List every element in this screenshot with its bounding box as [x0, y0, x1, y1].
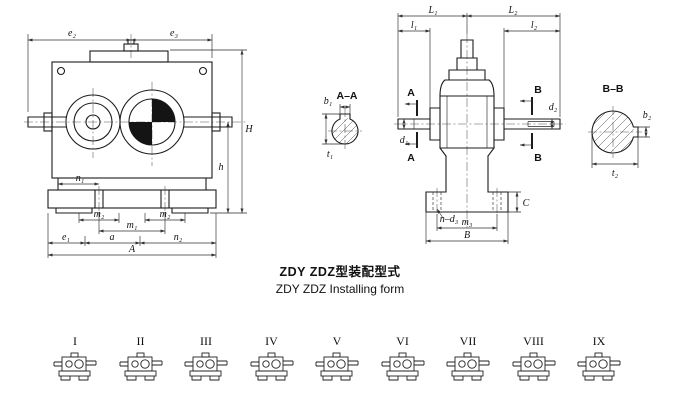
- dim-label-b2: b₂: [643, 110, 652, 121]
- form-numeral: IV: [265, 334, 278, 348]
- form-item-7: VII: [443, 334, 493, 386]
- form-numeral: V: [332, 334, 342, 348]
- side-details: [413, 96, 555, 212]
- dim-label-C: C: [523, 198, 530, 209]
- dim-label-d1: d₁: [400, 135, 408, 146]
- dim-label-m2-left: m₂: [94, 209, 105, 220]
- front-dimensions: e₂ e₃ H h n₁ m₂ m₂ m₁ e₁ a n₂ A: [27, 28, 253, 258]
- dim-label-L1: L₁: [427, 5, 437, 16]
- section-bb: B–B b₂ t₂: [588, 83, 652, 179]
- front-centerlines: [24, 34, 246, 216]
- dim-label-m3: m₃: [462, 217, 473, 228]
- front-view: e₂ e₃ H h n₁ m₂ m₂ m₁ e₁ a n₂ A: [24, 28, 253, 258]
- section-aa-title: A–A: [336, 90, 357, 102]
- form-item-5: V: [312, 334, 362, 386]
- section-aa-dimensions: b₁ t₁: [322, 96, 351, 160]
- dim-label-e2: e₂: [68, 28, 76, 39]
- section-mark-B-bottom: B: [534, 152, 542, 164]
- dim-label-e1: e₁: [62, 232, 70, 243]
- shaft-section-bb: [591, 110, 639, 154]
- form-item-9: IX: [574, 334, 624, 386]
- form-item-6: VI: [378, 334, 428, 386]
- installing-forms-row: I II III IV V VI VII VIII: [50, 334, 624, 386]
- section-mark-B-top: B: [534, 84, 542, 96]
- gearbox-icon: [315, 352, 359, 381]
- form-item-8: VIII: [509, 334, 559, 386]
- dim-label-n-d3: n–d₃: [440, 214, 459, 225]
- section-mark-A-bottom: A: [407, 152, 415, 164]
- side-housing: [397, 39, 561, 213]
- section-aa: A–A b₁ t₁: [322, 90, 362, 160]
- shaft-section-aa: [331, 113, 359, 145]
- gear-quadrant-mark: [129, 99, 175, 145]
- form-item-3: III: [181, 334, 231, 386]
- dim-label-a: a: [110, 232, 115, 243]
- dim-label-d2: d₂: [549, 102, 558, 113]
- dim-label-H: H: [244, 124, 253, 135]
- gearbox-icon: [53, 352, 97, 381]
- form-item-1: I: [50, 334, 100, 386]
- side-view: L₁ L₂ l₁ l₂ A A B B d₁ d₂ C n–d₃ m₃ B: [394, 5, 566, 244]
- gearbox-icon: [577, 352, 621, 381]
- dim-label-e3: e₃: [170, 28, 178, 39]
- form-numeral: I: [73, 334, 77, 348]
- gearbox-icon: [250, 352, 293, 381]
- gearbox-icon: [184, 352, 228, 381]
- assembly-drawing: e₂ e₃ H h n₁ m₂ m₂ m₁ e₁ a n₂ A A–A: [24, 5, 652, 258]
- caption-english: ZDY ZDZ Installing form: [275, 282, 405, 296]
- form-numeral: VIII: [523, 334, 544, 348]
- gearbox-icon: [512, 352, 555, 381]
- dim-label-t2: t₂: [612, 168, 619, 179]
- dim-label-m1: m₁: [127, 220, 138, 231]
- dim-label-A: A: [128, 244, 136, 255]
- section-bb-centerlines: [588, 106, 642, 158]
- dim-label-l1: l₁: [411, 20, 417, 31]
- caption-chinese: ZDY ZDZ型装配型式: [279, 265, 401, 279]
- gearbox-icon: [381, 352, 424, 381]
- dim-label-m2-right: m₂: [160, 209, 171, 220]
- section-aa-hatch: [332, 118, 358, 144]
- form-item-4: IV: [247, 334, 297, 386]
- side-centerlines: [394, 34, 566, 228]
- form-numeral: VII: [459, 334, 477, 348]
- dim-label-n1: n₁: [76, 173, 84, 184]
- form-numeral: VI: [396, 334, 409, 348]
- form-item-2: II: [116, 334, 166, 386]
- dim-label-h: h: [219, 162, 224, 173]
- dim-label-B-base: B: [464, 230, 470, 241]
- caption: ZDY ZDZ型装配型式 ZDY ZDZ Installing form: [225, 261, 455, 296]
- dim-label-n2: n₂: [174, 232, 183, 243]
- form-numeral: III: [200, 334, 212, 348]
- gearbox-icon: [119, 352, 162, 381]
- dim-label-b1: b₁: [324, 96, 332, 107]
- gearbox-icon: [446, 352, 490, 381]
- section-bb-hatch: [592, 111, 634, 153]
- form-numeral: II: [136, 334, 145, 348]
- section-bb-title: B–B: [602, 83, 623, 95]
- dim-label-t1: t₁: [327, 149, 333, 160]
- side-dimensions: L₁ L₂ l₁ l₂ A A B B d₁ d₂ C n–d₃ m₃ B: [397, 5, 561, 244]
- dim-label-L2: L₂: [507, 5, 518, 16]
- dim-label-l2: l₂: [531, 20, 538, 31]
- section-bb-dimensions: b₂ t₂: [591, 110, 652, 179]
- section-mark-A-top: A: [407, 87, 415, 99]
- form-numeral: IX: [592, 334, 606, 348]
